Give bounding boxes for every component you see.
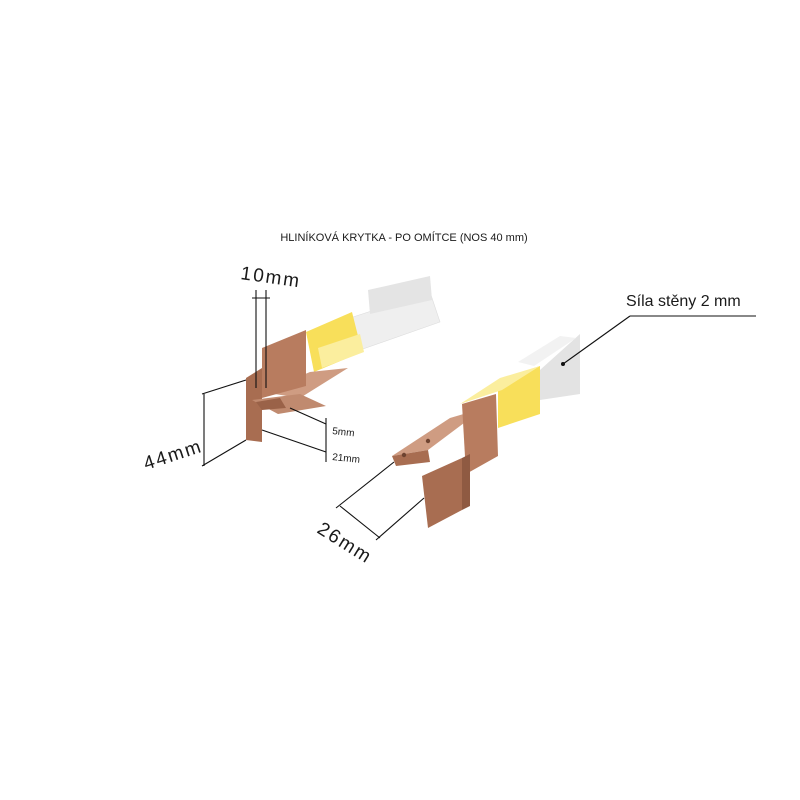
right-end-cap-assembly bbox=[392, 334, 580, 528]
wall-thickness-label: Síla stěny 2 mm bbox=[626, 293, 741, 310]
screw-hole-2 bbox=[425, 438, 431, 444]
dim-26mm-label: 26mm bbox=[313, 518, 376, 568]
right-dimension-lines bbox=[335, 461, 425, 541]
left-profile-silver-top bbox=[368, 276, 432, 314]
left-cap-drip bbox=[256, 398, 286, 410]
right-cap-ledge bbox=[392, 408, 484, 456]
right-profile-yellow-top bbox=[460, 366, 540, 404]
left-end-cap-assembly bbox=[246, 276, 441, 442]
right-profile-silver-top bbox=[518, 336, 576, 366]
right-cap-ledge-edge bbox=[392, 450, 430, 466]
dim-10mm-label: 10mm bbox=[239, 263, 302, 292]
left-cap-vertical bbox=[262, 330, 306, 398]
left-dimension-lines bbox=[201, 290, 327, 467]
diagram-title: HLINÍKOVÁ KRYTKA - PO OMÍTCE (NOS 40 mm) bbox=[280, 231, 527, 244]
dim-5mm-label: 5mm bbox=[332, 426, 355, 439]
left-profile-yellow-light bbox=[318, 334, 364, 368]
right-profile-silver bbox=[540, 334, 580, 400]
dim-44mm-label: 44mm bbox=[141, 436, 205, 475]
wall-thickness-callout bbox=[561, 315, 756, 366]
dim-21mm-label: 21mm bbox=[332, 452, 361, 466]
left-cap-front-plate bbox=[246, 368, 262, 442]
right-cap-vertical bbox=[462, 394, 498, 474]
screw-hole-1 bbox=[401, 452, 407, 458]
right-cap-front-plate bbox=[422, 458, 462, 528]
right-cap-front-side bbox=[462, 454, 470, 510]
